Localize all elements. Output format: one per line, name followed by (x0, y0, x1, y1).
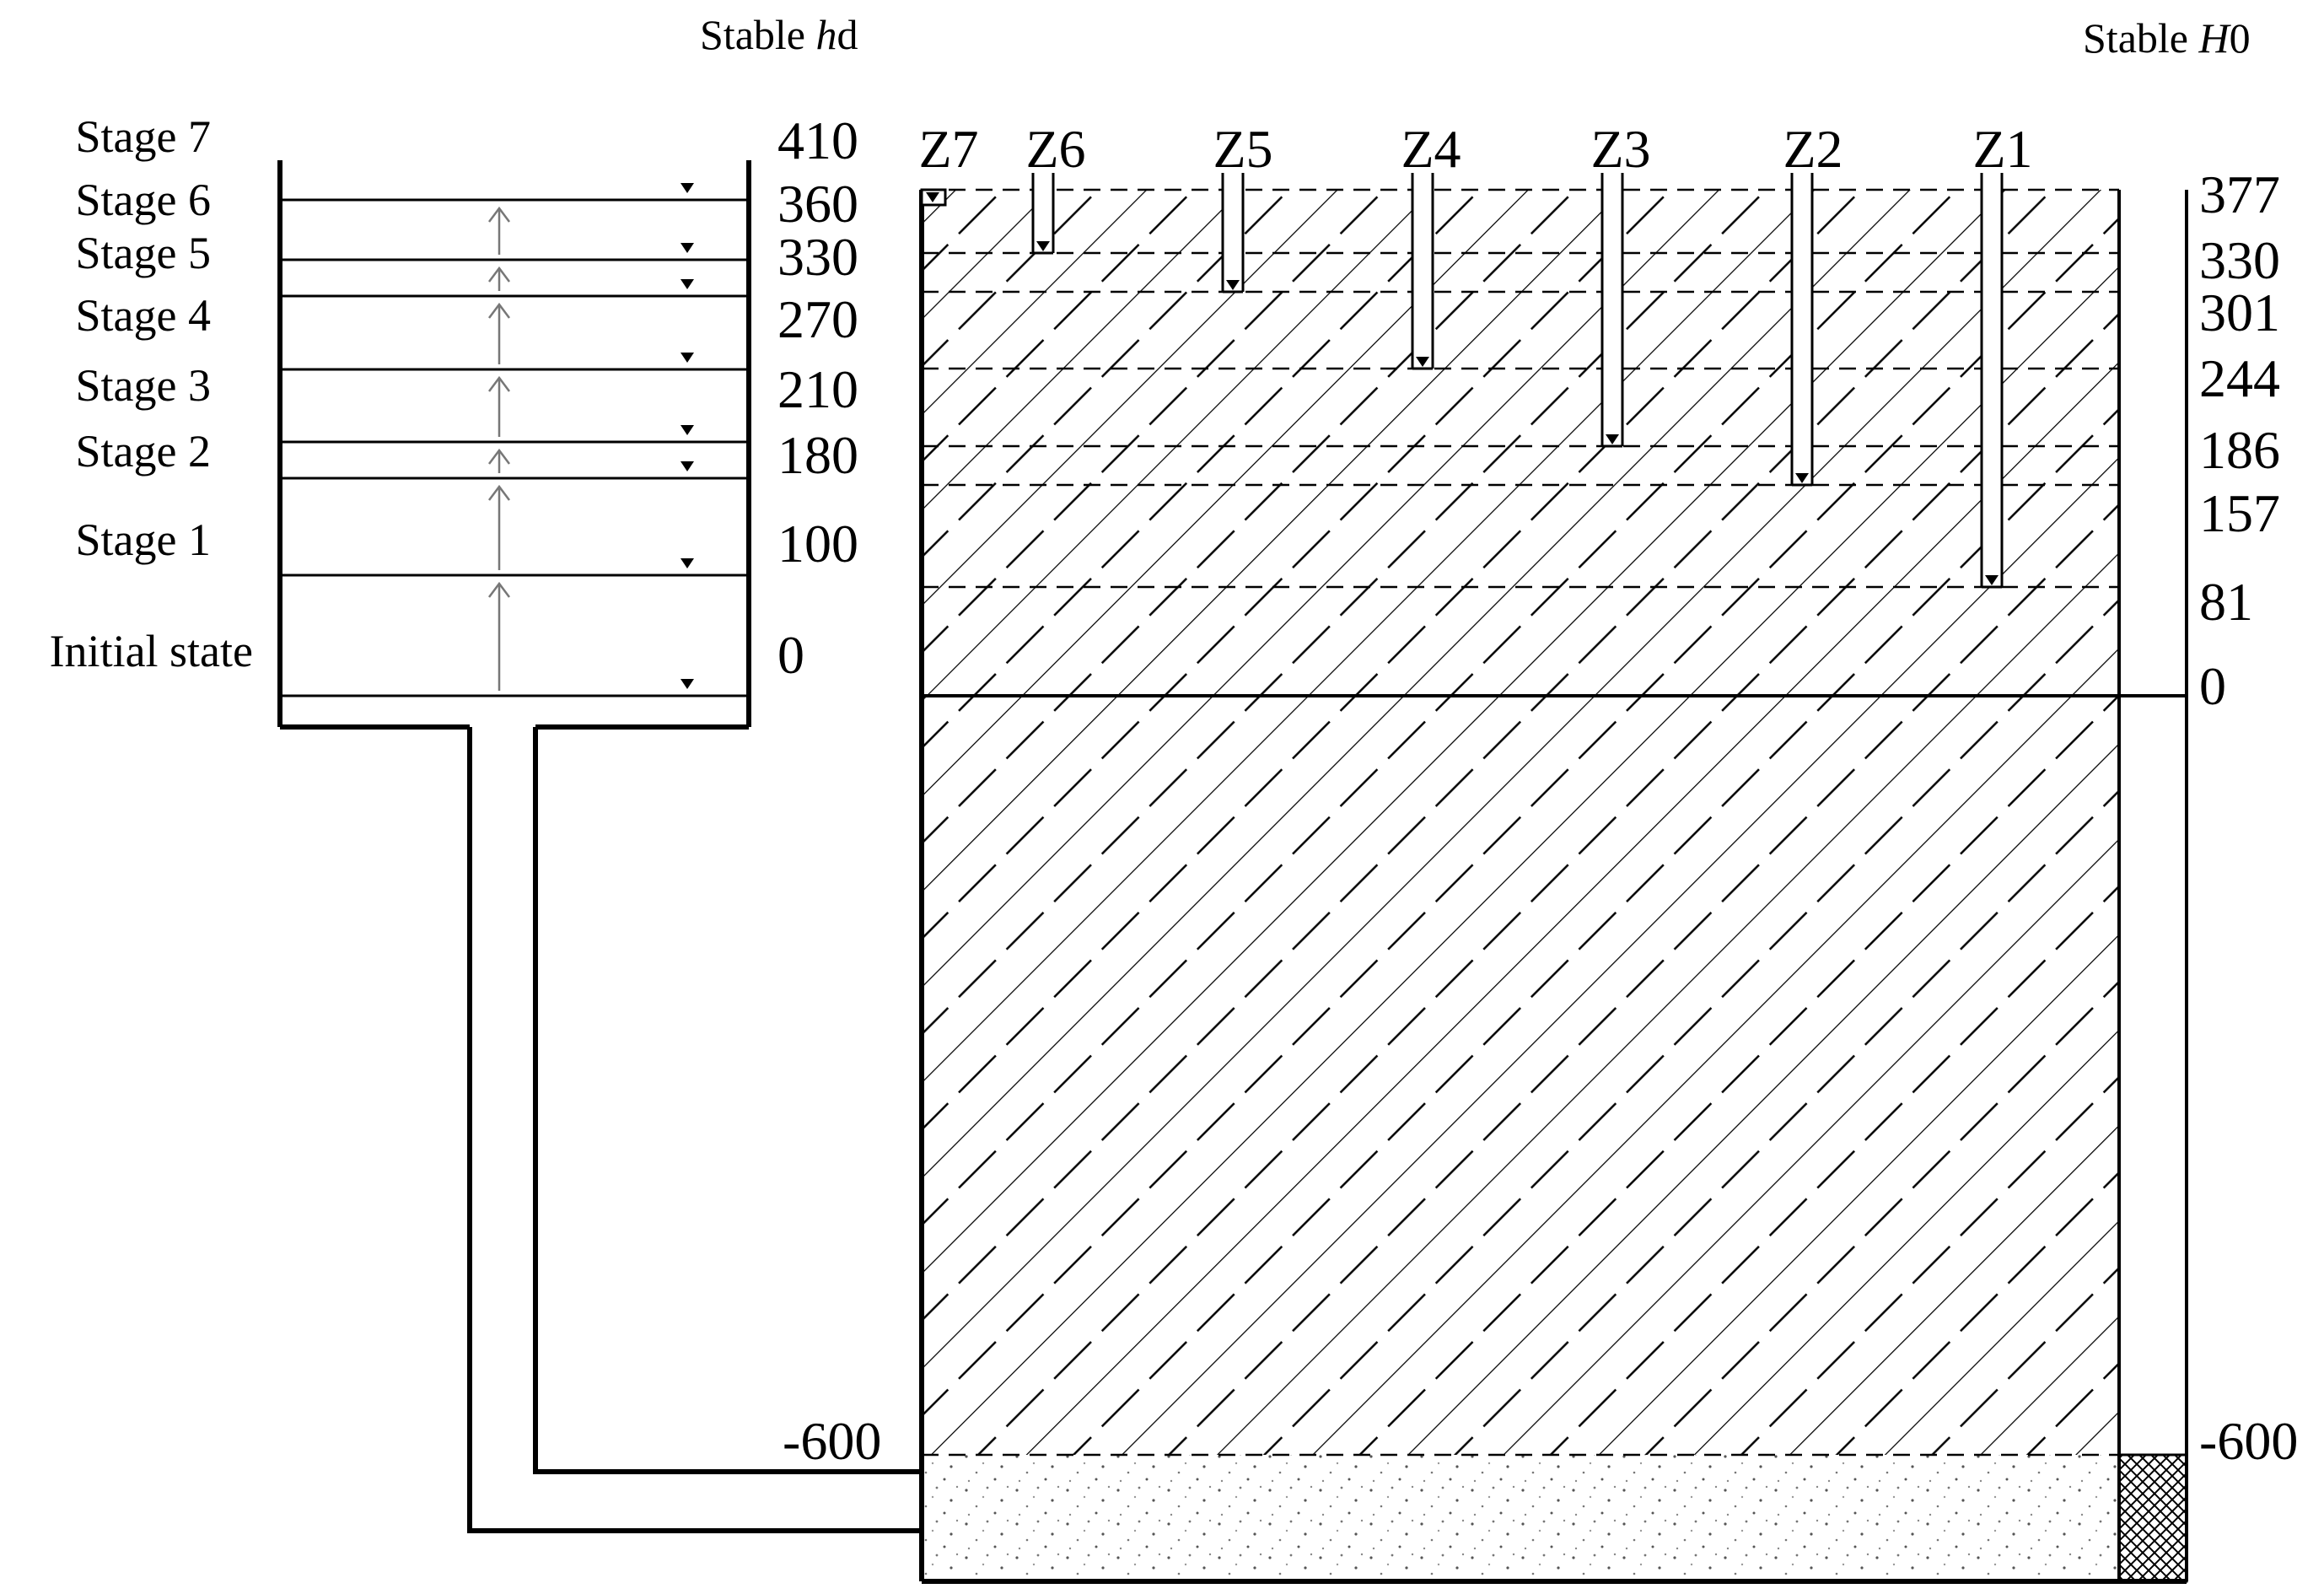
head-level-value: 330 (2199, 230, 2280, 290)
arrow-head-icon (488, 302, 510, 319)
tank-level-value: 0 (777, 625, 804, 685)
water-level-marker-icon (681, 679, 694, 689)
head-level-value: 244 (2199, 348, 2280, 408)
stage-label: Stage 6 (76, 175, 211, 225)
bottom-right-value: -600 (2199, 1411, 2298, 1471)
stage-label: Stage 2 (76, 426, 211, 477)
right-header: Stable H0 (2083, 14, 2251, 62)
stage-label: Stage 4 (76, 290, 211, 341)
tank-level-value: 270 (777, 289, 858, 349)
water-level-marker-icon (681, 279, 694, 289)
stage-label: Stage 3 (76, 360, 211, 411)
head-level-value: 0 (2199, 656, 2226, 716)
piezometer-label: Z7 (918, 119, 978, 179)
piezometer-label: Z1 (1972, 119, 2032, 179)
column-walls (919, 188, 2188, 1584)
piezometer-label: Z4 (1401, 119, 1461, 179)
sand-layer (922, 1455, 2119, 1581)
arrow-head-icon (488, 206, 510, 223)
arrow-head-icon (488, 375, 510, 392)
stage-label: Stage 7 (76, 111, 211, 162)
tank-level-value: 360 (777, 174, 858, 234)
piezometer-label: Z3 (1590, 119, 1650, 179)
piezometer-tube-fill (1982, 173, 2002, 587)
water-level-marker-icon (681, 183, 694, 193)
tank-level-value: 180 (777, 425, 858, 485)
piezometer-tube-fill (1033, 173, 1053, 253)
water-level-marker-icon (1606, 434, 1619, 444)
head-level-lines (922, 251, 2119, 589)
stage-label: Initial state (50, 626, 253, 676)
piezometer-labels: Z7 Z6 Z5 Z4 Z3 Z2 Z1 (918, 119, 2032, 179)
tank-level-value: 410 (777, 110, 858, 170)
piezometer-label: Z5 (1213, 119, 1272, 179)
water-level-marker-icon (681, 425, 694, 435)
head-level-value: 301 (2199, 283, 2280, 342)
water-level-marker-icon (681, 353, 694, 363)
stage-label: Stage 1 (76, 514, 211, 565)
head-level-value: 157 (2199, 483, 2280, 543)
piezometer-tube-fill (1412, 173, 1433, 369)
water-level-marker-icon (1795, 473, 1809, 483)
head-level-value: 186 (2199, 420, 2280, 480)
piezometer-tubes (920, 173, 2004, 589)
water-level-marker-icon (681, 243, 694, 253)
water-level-marker-icon (926, 192, 939, 202)
arrow-head-icon (488, 581, 510, 598)
tank-level-value: 330 (777, 227, 858, 287)
connecting-pipe (467, 727, 922, 1533)
piezometer-tube-fill (1602, 173, 1622, 446)
head-level-value: 377 (2199, 164, 2280, 224)
piezometer-label: Z6 (1025, 119, 1085, 179)
supply-tank (277, 160, 751, 730)
arrow-head-icon (488, 484, 510, 501)
bottom-left-value: -600 (783, 1411, 881, 1471)
water-level-marker-icon (1036, 241, 1050, 251)
water-level-marker-icon (1416, 357, 1429, 367)
tank-level-value: 210 (777, 359, 858, 419)
piezometer-label: Z2 (1783, 119, 1843, 179)
left-header: Stable hd (700, 11, 858, 58)
tank-level-value: 100 (777, 514, 858, 574)
arrow-head-icon (488, 266, 510, 283)
water-level-marker-icon (681, 461, 694, 471)
soil-specimen (922, 190, 2119, 1455)
water-level-marker-icon (1226, 280, 1240, 290)
head-level-value: 81 (2199, 572, 2253, 632)
piezometer-tube-fill (1792, 173, 1812, 485)
arrow-head-icon (488, 448, 510, 465)
tank-level-lines (280, 183, 749, 697)
water-level-marker-icon (681, 558, 694, 568)
water-level-marker-icon (1985, 575, 1999, 585)
stage-label: Stage 5 (76, 228, 211, 278)
outlet-filter (2117, 1453, 2188, 1583)
piezometer-tube-fill (1223, 173, 1243, 292)
